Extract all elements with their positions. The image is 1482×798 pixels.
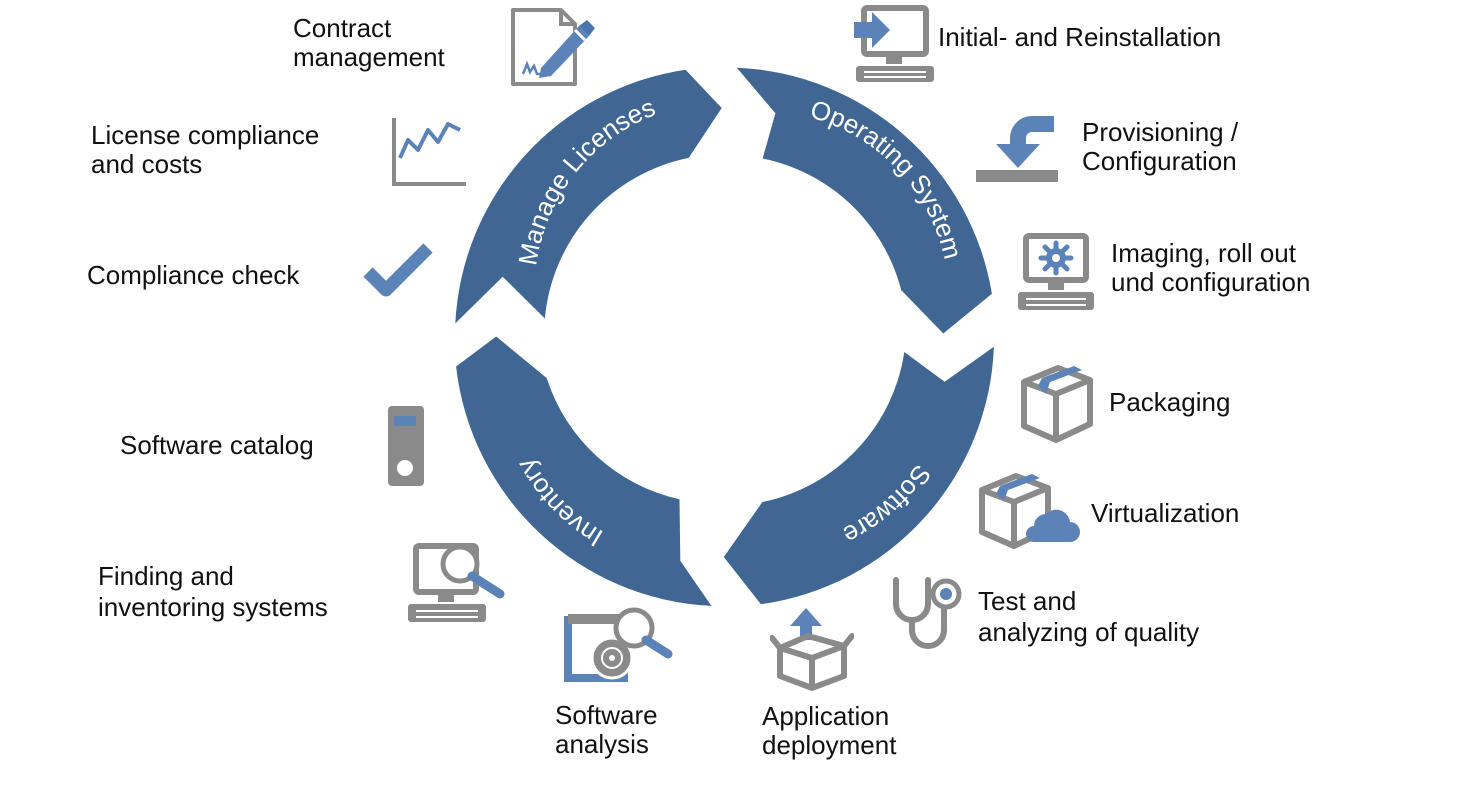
label-software-catalog: Software catalog [120,430,314,460]
box-upload-icon [770,608,854,691]
computer-search-icon [408,543,505,622]
label-imaging: Imaging, roll out und configuration [1111,238,1311,297]
label-license-compliance: License compliance and costs [91,120,320,179]
label-finding-inventoring: Finding and inventoring systems [98,561,328,622]
label-virtualization: Virtualization [1091,498,1240,528]
software-search-icon [564,607,673,682]
provision-arrow-icon [976,116,1058,182]
label-application-deployment: Application deployment [762,701,897,760]
stethoscope-icon [893,577,962,649]
package-box-icon [1021,365,1093,443]
ring-segment-operating-system [736,67,992,334]
box-cloud-icon [979,473,1080,549]
ring-segment-inventory [456,336,712,606]
computer-gear-icon [1018,233,1094,310]
catalog-device-icon [388,406,424,486]
label-software-analysis: Software analysis [555,700,658,759]
ring-segment-software [723,346,994,605]
label-contract-management: Contract management [293,13,445,72]
label-test-quality: Test and analyzing of quality [978,586,1200,647]
line-chart-icon [392,118,466,186]
label-provisioning: Provisioning / Configuration [1082,117,1239,176]
label-compliance-check: Compliance check [87,260,300,290]
computer-arrow-icon [854,5,934,82]
contract-pen-icon [511,8,595,86]
checkmark-icon [363,243,433,297]
ring-segment-manage-licenses [455,69,722,324]
label-packaging: Packaging [1109,387,1231,417]
label-reinstallation: Initial- and Reinstallation [938,22,1222,52]
